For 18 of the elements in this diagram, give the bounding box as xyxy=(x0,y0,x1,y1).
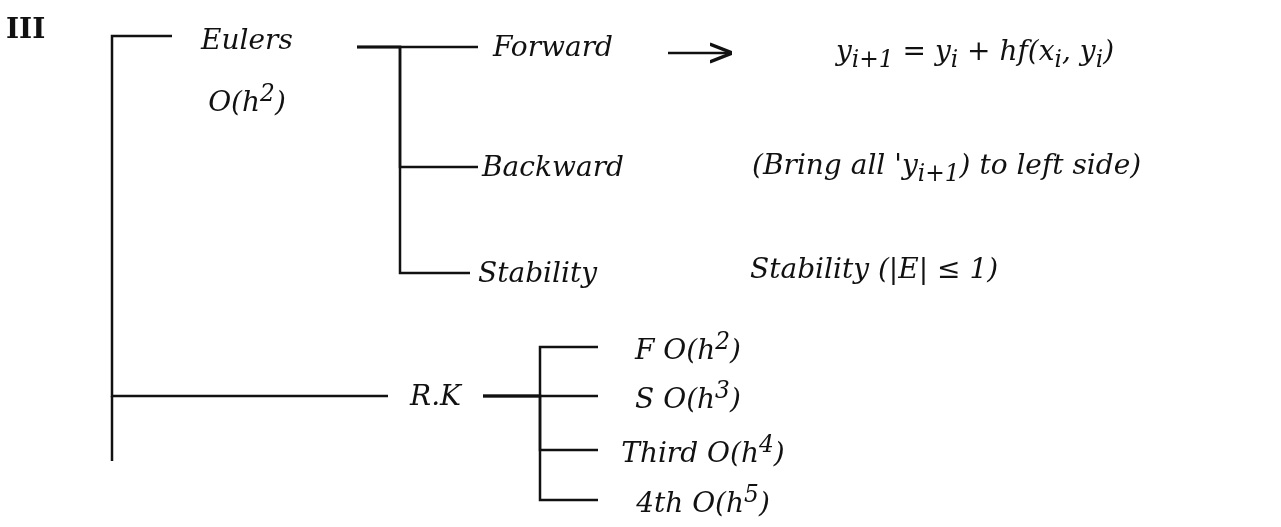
bracket-line xyxy=(483,394,598,502)
note: Stability (|E| ≤ 1) xyxy=(750,252,999,286)
order-label: O(h$^{2}$) xyxy=(208,78,286,119)
order-label: 4th O(h$^{5}$) xyxy=(636,480,770,520)
order-label: S O(h$^{3}$) xyxy=(635,376,741,416)
branch-label: Forward xyxy=(492,30,614,64)
note: (Bring all 'y$_{i+1}$) to left side) xyxy=(752,148,1142,187)
bracket-line xyxy=(357,45,470,275)
method-label: R.K xyxy=(410,379,461,413)
branch-label: Backward xyxy=(482,150,624,184)
bracket-line xyxy=(110,34,388,398)
section-number: III xyxy=(6,12,46,46)
order-label: Third O(h$^{4}$) xyxy=(621,430,785,470)
formula: y$_{i+1}$ = y$_{i}$ + hf(x$_{i}$, y$_{i}$) xyxy=(835,33,1115,73)
order-label: F O(h$^{2}$) xyxy=(635,327,741,367)
method-label: Eulers xyxy=(201,23,293,57)
branch-label: Stability xyxy=(478,256,597,290)
arrow xyxy=(668,42,734,64)
